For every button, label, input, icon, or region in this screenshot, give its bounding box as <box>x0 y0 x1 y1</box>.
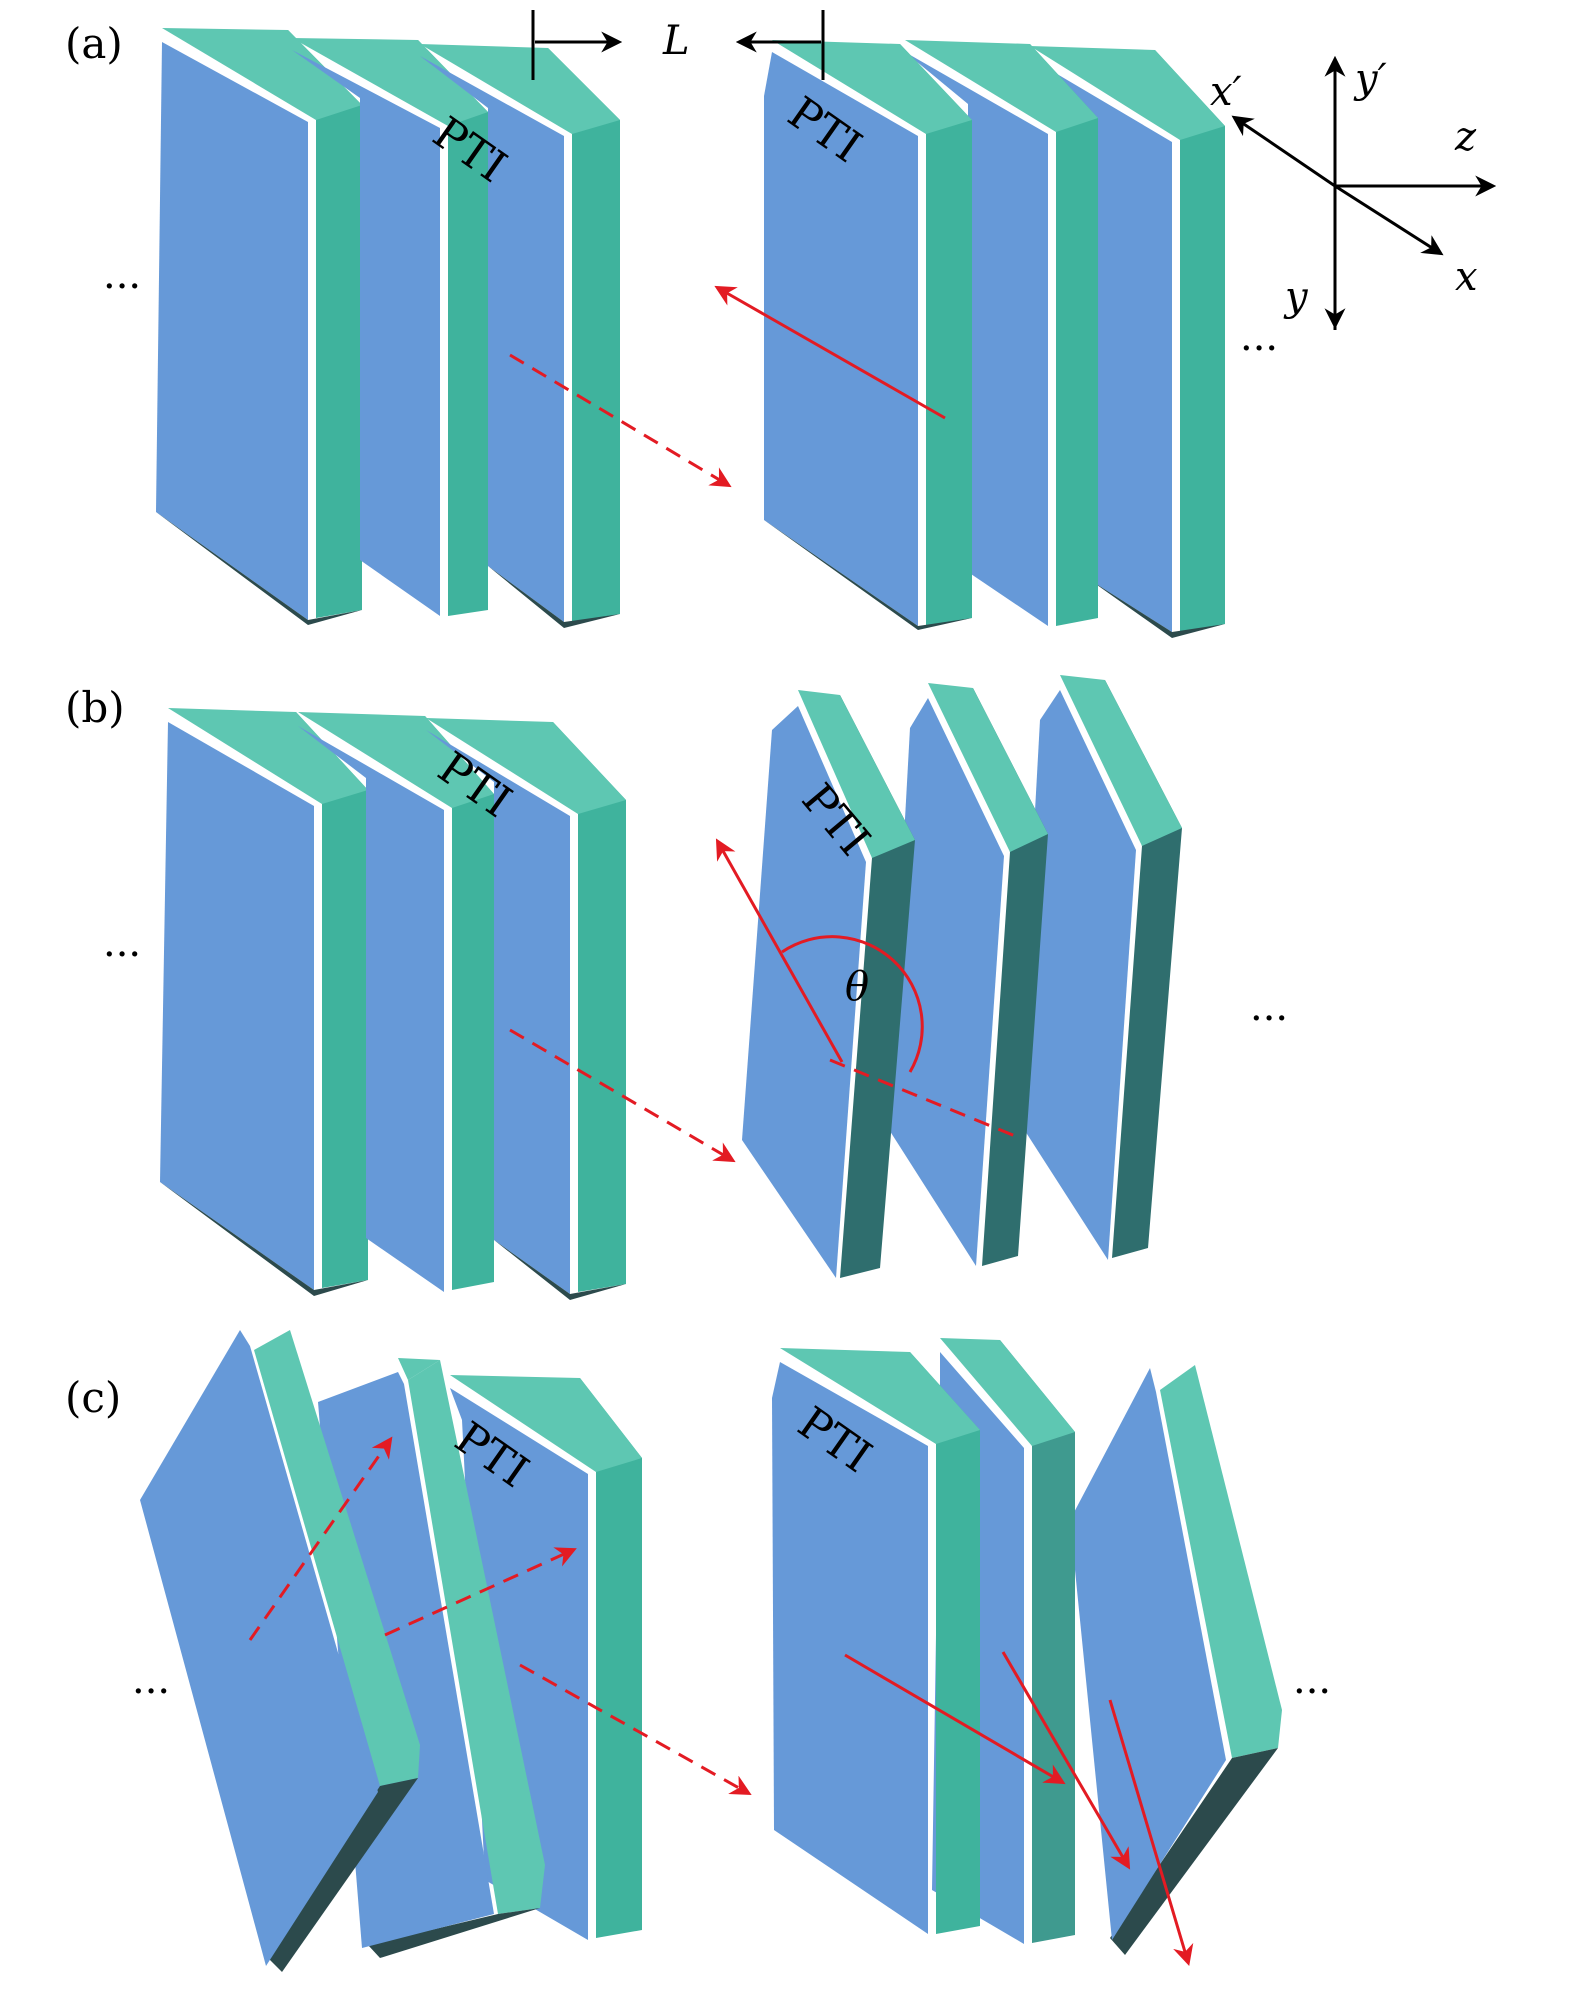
ray-c-solid-2 <box>1001 1651 1131 1870</box>
panel-b-label: (b) <box>65 683 125 732</box>
ellipsis-c-right: ··· <box>1293 1669 1331 1715</box>
ray-b-normal <box>829 1058 1021 1140</box>
panel-a: (a) PTI <box>65 10 1497 638</box>
plate-b1 <box>160 708 368 1296</box>
plate-c4 <box>772 1348 980 1934</box>
plate-c1 <box>140 1330 420 1972</box>
axis-label-x-prime: x′ <box>1210 69 1242 115</box>
ray-a-solid <box>714 285 946 420</box>
ellipsis-b-left: ··· <box>103 932 141 978</box>
plate-b6 <box>1018 675 1182 1260</box>
ray-b-solid <box>715 838 844 1063</box>
ray-a-dashed <box>509 353 732 488</box>
coordinate-axes: x′ y′ z x y <box>1210 55 1497 330</box>
plate-a2 <box>292 38 488 616</box>
ray-c-dashed-1 <box>248 1436 393 1641</box>
axis-x-prime <box>1231 115 1336 188</box>
ellipsis-a-right: ··· <box>1240 326 1278 372</box>
plate-a1 <box>156 28 362 625</box>
plate-b3 <box>426 718 626 1300</box>
axis-label-y-prime: y′ <box>1353 56 1387 102</box>
panel-c: (c) PTI <box>65 1330 1331 1972</box>
axis-x <box>1334 184 1444 256</box>
plate-a5 <box>905 40 1098 626</box>
panel-a-label: (a) <box>65 19 123 68</box>
angle-label: θ <box>845 964 869 1010</box>
axis-label-z: z <box>1454 114 1477 160</box>
ellipsis-b-right: ··· <box>1250 996 1288 1042</box>
plate-a4 <box>764 40 972 630</box>
ellipsis-a-left: ··· <box>103 264 141 310</box>
panel-b: (b) PTI <box>65 675 1288 1300</box>
axis-label-y: y <box>1283 274 1309 320</box>
angle-arc <box>781 935 924 1073</box>
panel-c-label: (c) <box>65 1373 121 1422</box>
ray-c-solid-1 <box>844 1653 1066 1785</box>
ray-c-dashed-2 <box>384 1547 577 1637</box>
spacing-label: L <box>662 18 690 64</box>
ray-c-solid-3 <box>1108 1699 1194 1967</box>
plate-a6 <box>1030 46 1225 638</box>
ray-c-dashed-3 <box>519 1663 752 1796</box>
plate-a3 <box>420 44 620 628</box>
plate-b5 <box>888 683 1048 1266</box>
ray-b-dashed <box>509 1028 736 1163</box>
ellipsis-c-left: ··· <box>132 1669 170 1715</box>
axis-label-x: x <box>1455 254 1478 300</box>
plate-b2 <box>298 712 494 1292</box>
plate-c6 <box>1070 1365 1282 1955</box>
